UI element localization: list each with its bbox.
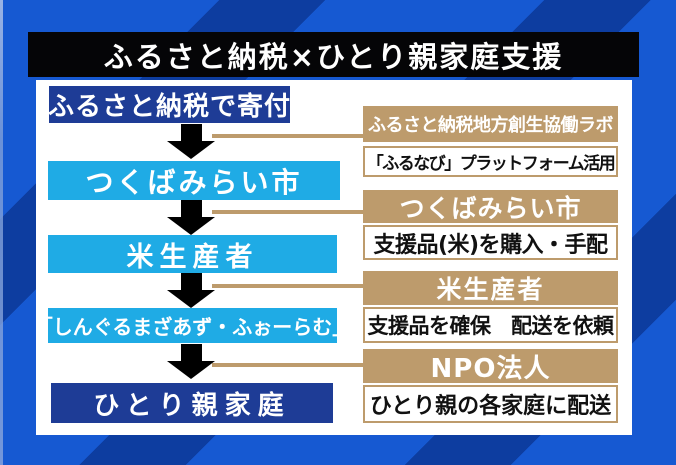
annotation-detail: ひとり親の各家庭に配送 bbox=[363, 385, 618, 423]
annotation-detail: 「ふるなび」プラットフォーム活用 bbox=[363, 146, 618, 177]
annotation-actor-label: NPO法人 bbox=[363, 349, 618, 384]
annotation-actor-label: 米生産者 bbox=[363, 271, 618, 305]
down-arrow-icon bbox=[167, 124, 216, 159]
screen-edge-artifact bbox=[0, 0, 3, 465]
flow-node-label: ふるさと納税で寄付 bbox=[48, 92, 292, 122]
flow-node-label: つくばみらい市 bbox=[85, 165, 303, 199]
flow-node-rice-producer: 米生産者 bbox=[48, 235, 337, 273]
connector-line bbox=[212, 363, 367, 367]
flow-node-npo-forum: 「しんぐるまざあず・ふぉーらむ」 bbox=[33, 308, 352, 343]
arrow-shaft bbox=[181, 344, 202, 361]
arrow-shaft bbox=[181, 124, 202, 141]
annotation-actor-label: つくばみらい市 bbox=[363, 190, 618, 223]
flow-node-label: 米生産者 bbox=[126, 241, 259, 273]
flow-node-city: つくばみらい市 bbox=[48, 161, 340, 200]
down-arrow-icon bbox=[167, 273, 216, 308]
annotation-detail: 支援品を確保 配送を依頼 bbox=[363, 307, 618, 343]
arrow-shaft bbox=[181, 200, 202, 217]
flow-node-single-parent-family: ひとり親家庭 bbox=[51, 383, 333, 423]
page-title: ふるさと納税×ひとり親家庭支援 bbox=[103, 39, 564, 74]
arrow-shaft bbox=[181, 273, 202, 290]
annotation-actor-label: ふるさと納税地方創生協働ラボ bbox=[363, 106, 618, 142]
flow-node-donation: ふるさと納税で寄付 bbox=[48, 86, 292, 123]
arrow-head bbox=[167, 290, 215, 308]
flow-node-label: ひとり親家庭 bbox=[93, 390, 291, 421]
down-arrow-icon bbox=[167, 344, 216, 379]
connector-line bbox=[212, 284, 367, 288]
connector-line bbox=[212, 134, 367, 138]
flow-node-label: 「しんぐるまざあず・ふぉーらむ」 bbox=[32, 315, 353, 339]
title-bar: ふるさと納税×ひとり親家庭支援 bbox=[28, 32, 639, 77]
arrow-head bbox=[167, 217, 215, 235]
connector-line bbox=[212, 210, 367, 214]
arrow-head bbox=[167, 361, 215, 379]
arrow-head bbox=[167, 141, 215, 159]
annotation-detail: 支援品(米)を購入・手配 bbox=[363, 225, 618, 260]
down-arrow-icon bbox=[167, 200, 216, 235]
